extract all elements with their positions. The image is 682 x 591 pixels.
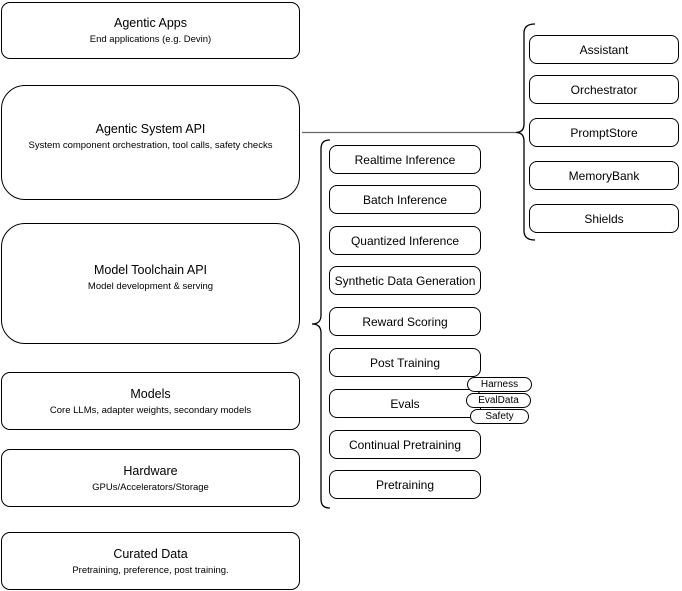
node-subtitle: End applications (e.g. Devin) bbox=[89, 34, 212, 45]
eval-tag-label: Safety bbox=[485, 411, 514, 422]
node-label: Batch Inference bbox=[362, 192, 448, 207]
eval-tag-evaldata: EvalData bbox=[466, 393, 531, 408]
node-models: Models Core LLMs, adapter weights, secon… bbox=[1, 372, 300, 430]
node-post-training: Post Training bbox=[329, 348, 481, 377]
node-orchestrator: Orchestrator bbox=[529, 75, 679, 104]
node-label: Continual Pretraining bbox=[348, 437, 462, 452]
node-hardware: Hardware GPUs/Accelerators/Storage bbox=[1, 449, 300, 507]
node-agentic-system-api: Agentic System API System component orch… bbox=[1, 85, 300, 200]
node-subtitle: Pretraining, preference, post training. bbox=[72, 564, 229, 576]
node-memorybank: MemoryBank bbox=[529, 161, 679, 190]
node-evals: Evals bbox=[329, 389, 481, 418]
node-title: Agentic System API bbox=[95, 122, 206, 136]
node-agentic-apps: Agentic Apps End applications (e.g. Devi… bbox=[1, 2, 300, 59]
node-continual-pretraining: Continual Pretraining bbox=[329, 430, 481, 459]
node-subtitle: Model development & serving bbox=[87, 281, 214, 292]
toolchain-brace bbox=[311, 139, 331, 509]
node-title: Curated Data bbox=[113, 546, 188, 561]
node-subtitle: System component orchestration, tool cal… bbox=[28, 140, 273, 151]
node-label: PromptStore bbox=[570, 125, 638, 140]
node-reward-scoring: Reward Scoring bbox=[329, 307, 481, 336]
node-synthetic-data-generation: Synthetic Data Generation bbox=[329, 266, 481, 295]
node-realtime-inference: Realtime Inference bbox=[329, 145, 481, 174]
node-assistant: Assistant bbox=[529, 35, 679, 64]
node-pretraining: Pretraining bbox=[329, 470, 481, 499]
node-model-toolchain-api: Model Toolchain API Model development & … bbox=[1, 223, 300, 344]
node-subtitle: Core LLMs, adapter weights, secondary mo… bbox=[49, 404, 252, 416]
node-batch-inference: Batch Inference bbox=[329, 185, 481, 214]
node-subtitle: GPUs/Accelerators/Storage bbox=[92, 481, 209, 493]
eval-tag-label: Harness bbox=[480, 379, 519, 390]
node-title: Hardware bbox=[123, 463, 178, 478]
node-label: Synthetic Data Generation bbox=[334, 273, 476, 288]
eval-tag-label: EvalData bbox=[478, 395, 519, 406]
node-title: Models bbox=[130, 386, 171, 401]
node-title: Model Toolchain API bbox=[93, 263, 208, 277]
node-label: Assistant bbox=[579, 42, 629, 57]
node-label: Post Training bbox=[369, 355, 441, 370]
node-label: Shields bbox=[584, 211, 624, 226]
node-title: Agentic Apps bbox=[114, 16, 187, 30]
node-shields: Shields bbox=[529, 204, 679, 233]
node-label: Orchestrator bbox=[570, 82, 638, 97]
node-label: Reward Scoring bbox=[362, 314, 448, 329]
node-promptstore: PromptStore bbox=[529, 118, 679, 147]
node-label: Quantized Inference bbox=[350, 233, 460, 248]
node-label: Evals bbox=[390, 396, 420, 411]
eval-tag-safety: Safety bbox=[470, 409, 529, 424]
node-curated-data: Curated Data Pretraining, preference, po… bbox=[1, 532, 300, 590]
eval-tag-harness: Harness bbox=[467, 377, 532, 392]
node-label: Pretraining bbox=[375, 477, 435, 492]
node-label: Realtime Inference bbox=[354, 152, 456, 167]
node-label: MemoryBank bbox=[568, 168, 640, 183]
node-quantized-inference: Quantized Inference bbox=[329, 226, 481, 255]
